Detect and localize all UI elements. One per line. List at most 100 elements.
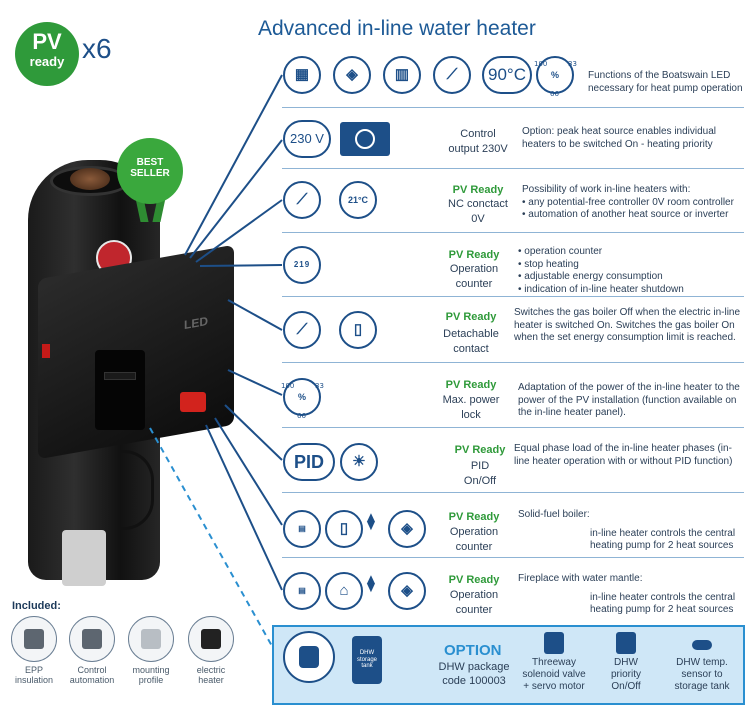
brand-plate: [180, 392, 206, 412]
included-item: electric heater: [183, 616, 239, 686]
heater-pipe: [70, 168, 110, 190]
row-description: Adaptation of the power of the in-line h…: [518, 382, 740, 418]
solid-fuel-boiler-icon: ▯: [325, 510, 363, 548]
pv-multiplier: x6: [82, 33, 112, 64]
gauge-33: 33: [568, 60, 577, 68]
bullet-item: any potential-free controller 0V room co…: [522, 197, 744, 210]
included-heading: Included:: [12, 600, 61, 612]
row-label: Detachable contact: [443, 328, 499, 355]
included-item: EPP insulation: [6, 616, 62, 686]
included-label: EPP insulation: [14, 665, 54, 686]
storage-tank-icon: DHW storage tank: [352, 636, 382, 684]
row-divider: [282, 557, 744, 558]
included-label: electric heater: [196, 665, 226, 686]
pv-ready-label: PV Ready: [448, 249, 500, 261]
option-item: DHW temp. sensor to storage tank: [666, 632, 738, 693]
option-subtitle: DHW package code 100003: [438, 661, 510, 688]
tap-icon: [616, 632, 636, 654]
gauge-100: 100: [534, 60, 548, 68]
switch-icon: ⟋: [283, 181, 321, 219]
valve-icon: [283, 631, 335, 683]
sensor-icon: [692, 640, 712, 650]
bullet-item: indication of in-line heater shutdown: [518, 284, 744, 297]
row-divider: [282, 107, 744, 108]
included-item: mounting profile: [123, 616, 179, 686]
option-item-label: Threeway solenoid valve + servo motor: [522, 657, 586, 692]
bullet-item: automation of another heat source or inv…: [522, 209, 744, 222]
temperature-indicator: 90°C: [482, 56, 532, 94]
pump-icon: ◈: [333, 56, 371, 94]
pv-ready-label: PV Ready: [448, 574, 500, 586]
option-item: DHW priority On/Off: [590, 632, 662, 693]
gauge-100: 100: [281, 382, 295, 390]
row-description: Option: peak heat source enables individ…: [522, 126, 717, 150]
row-label: NC conctact 0V: [448, 198, 508, 225]
fuse-icon: ▥: [383, 56, 421, 94]
row-label: Control output 230V: [448, 128, 508, 155]
option-box: [272, 625, 745, 705]
pump-icon: ◈: [388, 510, 426, 548]
gauge-icon: % 100 33 66: [534, 56, 577, 98]
pv-ready-label: PV Ready: [448, 511, 500, 523]
control-panel: [95, 350, 145, 430]
thermostat-value: 21°C: [347, 195, 369, 205]
option-item-label: DHW temp. sensor to storage tank: [674, 657, 730, 692]
row-description: Solid-fuel boiler: in-line heater contro…: [518, 509, 736, 551]
page-title: Advanced in-line water heater: [258, 17, 536, 40]
pv-ready-badge: PV ready: [15, 22, 79, 86]
heater-icon: [188, 616, 234, 662]
row-label: Operation counter: [449, 526, 499, 553]
gas-boiler-icon: ▯: [339, 311, 377, 349]
ready-label: ready: [29, 54, 65, 69]
fan-heater-icon: [340, 122, 390, 156]
included-item: Control automation: [64, 616, 120, 686]
bullet-item: operation counter: [518, 246, 744, 259]
switch-icon: ⟋: [283, 311, 321, 349]
pv-ready-label: PV Ready: [454, 444, 506, 456]
gauge-66: 66: [550, 90, 559, 98]
row-label: Operation counter: [449, 263, 499, 290]
row-label: Max. power lock: [442, 394, 500, 421]
row-description: Functions of the Boatswain LED necessary…: [588, 70, 743, 94]
bullet-item: stop heating: [518, 259, 744, 272]
gauge-33: 33: [315, 382, 324, 390]
switch-icon: ⟋: [433, 56, 471, 94]
included-label: Control automation: [69, 665, 115, 686]
row-label: Operation counter: [449, 589, 499, 616]
bullet-item: adjustable energy consumption: [518, 271, 744, 284]
row-description: Equal phase load of the in-line heater p…: [514, 443, 733, 467]
valve-icon: ⧫: [367, 513, 375, 530]
row-description: Switches the gas boiler Off when the ele…: [514, 307, 741, 343]
pv-label: PV: [32, 29, 62, 54]
chip-icon: ▦: [283, 56, 321, 94]
gauge-66: 66: [297, 412, 306, 420]
row-description: Possibility of work in-line heaters with…: [522, 184, 744, 222]
option-title: OPTION: [444, 642, 502, 659]
voltage-badge: 230 V: [283, 120, 331, 158]
fireplace-icon: ⌂: [325, 572, 363, 610]
valve-icon: [544, 632, 564, 654]
row-description: Fireplace with water mantle: in-line hea…: [518, 573, 736, 615]
row-description: operation counter stop heating adjustabl…: [518, 246, 744, 296]
product-image: LED BEST SELLER: [0, 0, 260, 600]
row-label: PID On/Off: [463, 460, 497, 487]
bracket-icon: [128, 616, 174, 662]
row-divider: [282, 427, 744, 428]
valve-icon: ⧫: [367, 575, 375, 592]
pv-ready-label: PV Ready: [445, 379, 497, 391]
pump-icon: ◈: [388, 572, 426, 610]
row-divider: [282, 232, 744, 233]
counter-icon: ▤: [283, 572, 321, 610]
side-switch: [42, 344, 50, 358]
row-divider: [282, 296, 744, 297]
row-divider: [282, 492, 744, 493]
included-label: mounting profile: [132, 665, 170, 686]
pid-badge: PID: [283, 443, 335, 481]
bottom-fitting: [62, 530, 106, 586]
row-divider: [282, 168, 744, 169]
counter-icon: ▤: [283, 510, 321, 548]
row-divider: [282, 362, 744, 363]
chip-icon: [69, 616, 115, 662]
gauge-icon: % 100 33 66: [281, 378, 324, 420]
